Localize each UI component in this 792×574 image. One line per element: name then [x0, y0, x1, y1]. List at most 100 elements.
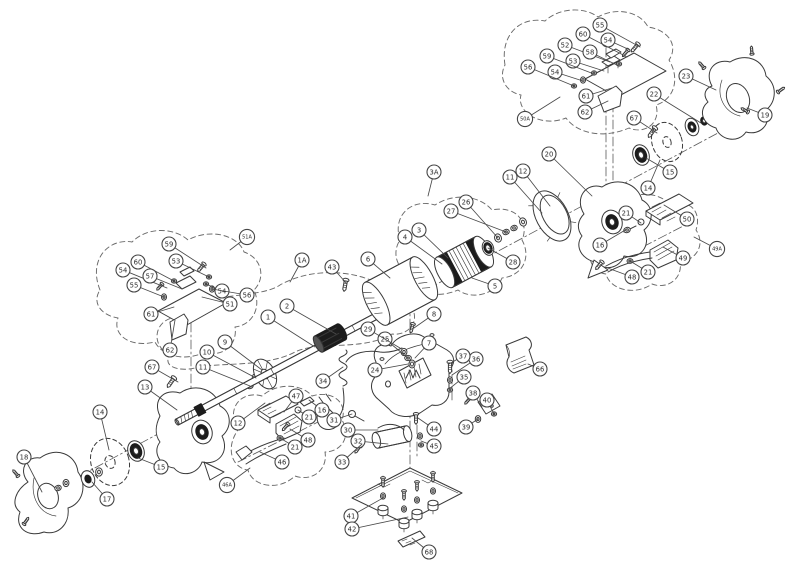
part-balloon-8: 8	[414, 307, 441, 328]
svg-text:3: 3	[417, 227, 421, 235]
right-grinding-wheel	[647, 118, 688, 165]
svg-text:12: 12	[234, 420, 243, 428]
svg-text:41: 41	[347, 513, 356, 521]
svg-text:55: 55	[130, 282, 139, 290]
part-balloon-3: 3	[412, 223, 448, 258]
left-cover-hole	[34, 480, 62, 511]
part-balloon-62-2: 62	[578, 101, 608, 119]
svg-text:62: 62	[581, 109, 590, 117]
svg-text:26: 26	[462, 199, 471, 207]
svg-text:59: 59	[543, 53, 552, 61]
svg-text:16: 16	[596, 242, 605, 250]
part-balloon-13: 13	[138, 380, 177, 410]
part-balloon-44: 44	[418, 418, 441, 436]
svg-text:21: 21	[291, 444, 300, 452]
part-balloon-39: 39	[459, 419, 478, 434]
part-balloon-54: 54	[116, 263, 167, 288]
assembly-balloon-1A: 1A	[290, 253, 309, 282]
part-balloon-66: 66	[528, 362, 547, 376]
stator-housing	[357, 253, 443, 329]
svg-text:30: 30	[344, 427, 353, 435]
svg-text:60: 60	[134, 259, 143, 267]
svg-text:54: 54	[604, 37, 613, 45]
part-balloon-17: 17	[92, 482, 114, 506]
assembly-balloon-49A: 49A	[694, 237, 725, 257]
svg-text:18: 18	[20, 454, 29, 462]
svg-text:21: 21	[622, 210, 631, 218]
svg-text:1A: 1A	[298, 257, 307, 265]
svg-text:3A: 3A	[430, 169, 439, 177]
eye-bolt	[349, 411, 356, 418]
svg-text:36: 36	[472, 356, 481, 364]
part-balloon-60-2: 60	[576, 27, 627, 57]
svg-text:28: 28	[509, 259, 518, 267]
svg-text:15: 15	[666, 169, 675, 177]
part-balloon-52: 52	[558, 38, 610, 62]
assembly-balloon-3A: 3A	[427, 165, 441, 196]
part-balloon-54-3: 54	[601, 33, 630, 50]
svg-text:54: 54	[551, 69, 560, 77]
part-balloon-40: 40	[480, 393, 494, 414]
left-grinding-wheel	[85, 433, 136, 490]
part-balloon-57: 57	[143, 269, 182, 289]
part-balloon-4: 4	[398, 230, 442, 264]
part-balloon-67: 67	[145, 360, 178, 382]
assembly-outline-50A	[502, 10, 674, 134]
part-balloon-58: 58	[583, 45, 619, 66]
pedestal-group	[317, 321, 500, 455]
part-balloon-68: 68	[412, 538, 436, 559]
svg-text:56: 56	[524, 64, 533, 72]
bearing	[480, 239, 495, 257]
svg-text:1: 1	[266, 314, 270, 322]
commutator	[311, 322, 349, 353]
key-screw	[340, 277, 350, 293]
part-balloon-5: 5	[472, 278, 502, 293]
part-balloon-38: 38	[466, 386, 482, 407]
svg-text:14: 14	[644, 185, 653, 193]
svg-text:20: 20	[545, 151, 554, 159]
svg-text:13: 13	[141, 384, 150, 392]
svg-text:45: 45	[430, 443, 439, 451]
part-balloon-14-2: 14	[641, 160, 660, 195]
part-balloon-61: 61	[144, 307, 174, 321]
part-balloon-21-3: 21	[619, 206, 641, 223]
svg-text:21: 21	[305, 414, 314, 422]
right-guard-boss	[598, 207, 625, 236]
svg-text:48: 48	[628, 274, 637, 282]
part-balloon-35: 35	[449, 370, 471, 389]
svg-text:67: 67	[630, 115, 639, 123]
svg-text:5: 5	[493, 283, 497, 291]
part-balloon-26: 26	[459, 195, 498, 238]
part-balloon-51: 51	[202, 297, 237, 311]
left-guard-group	[10, 374, 229, 534]
right-inner-flange	[630, 142, 652, 167]
svg-text:50: 50	[683, 216, 692, 224]
svg-text:33: 33	[338, 459, 347, 467]
part-balloon-67-2: 67	[627, 111, 657, 133]
part-balloon-62: 62	[163, 320, 177, 357]
part-balloon-56-2: 56	[521, 60, 574, 86]
part-balloon-59: 59	[162, 237, 206, 268]
svg-text:10: 10	[203, 349, 212, 357]
part-balloon-20: 20	[542, 147, 592, 196]
svg-text:32: 32	[354, 438, 363, 446]
rubber-foot	[427, 499, 439, 512]
part-balloon-19: 19	[747, 108, 772, 122]
part-balloon-37: 37	[449, 349, 470, 364]
svg-text:16: 16	[318, 407, 327, 415]
part-balloon-30: 30	[341, 423, 378, 437]
eye-bolt-left	[295, 407, 301, 413]
part-balloon-18: 18	[17, 450, 42, 492]
part-balloon-54-4: 54	[548, 65, 583, 81]
balloon-layer: 1A3A46A49A50A51A123456789101111121213141…	[17, 18, 772, 559]
part-balloon-46: 46	[260, 452, 289, 469]
part-balloon-24: 24	[368, 363, 408, 377]
part-balloon-11-2: 11	[503, 170, 542, 213]
part-balloon-14: 14	[93, 405, 109, 450]
svg-text:49: 49	[679, 255, 688, 263]
part-balloon-56: 56	[212, 288, 254, 302]
tool-rest-left	[236, 396, 314, 464]
svg-text:46A: 46A	[222, 483, 232, 489]
svg-text:61: 61	[582, 93, 591, 101]
